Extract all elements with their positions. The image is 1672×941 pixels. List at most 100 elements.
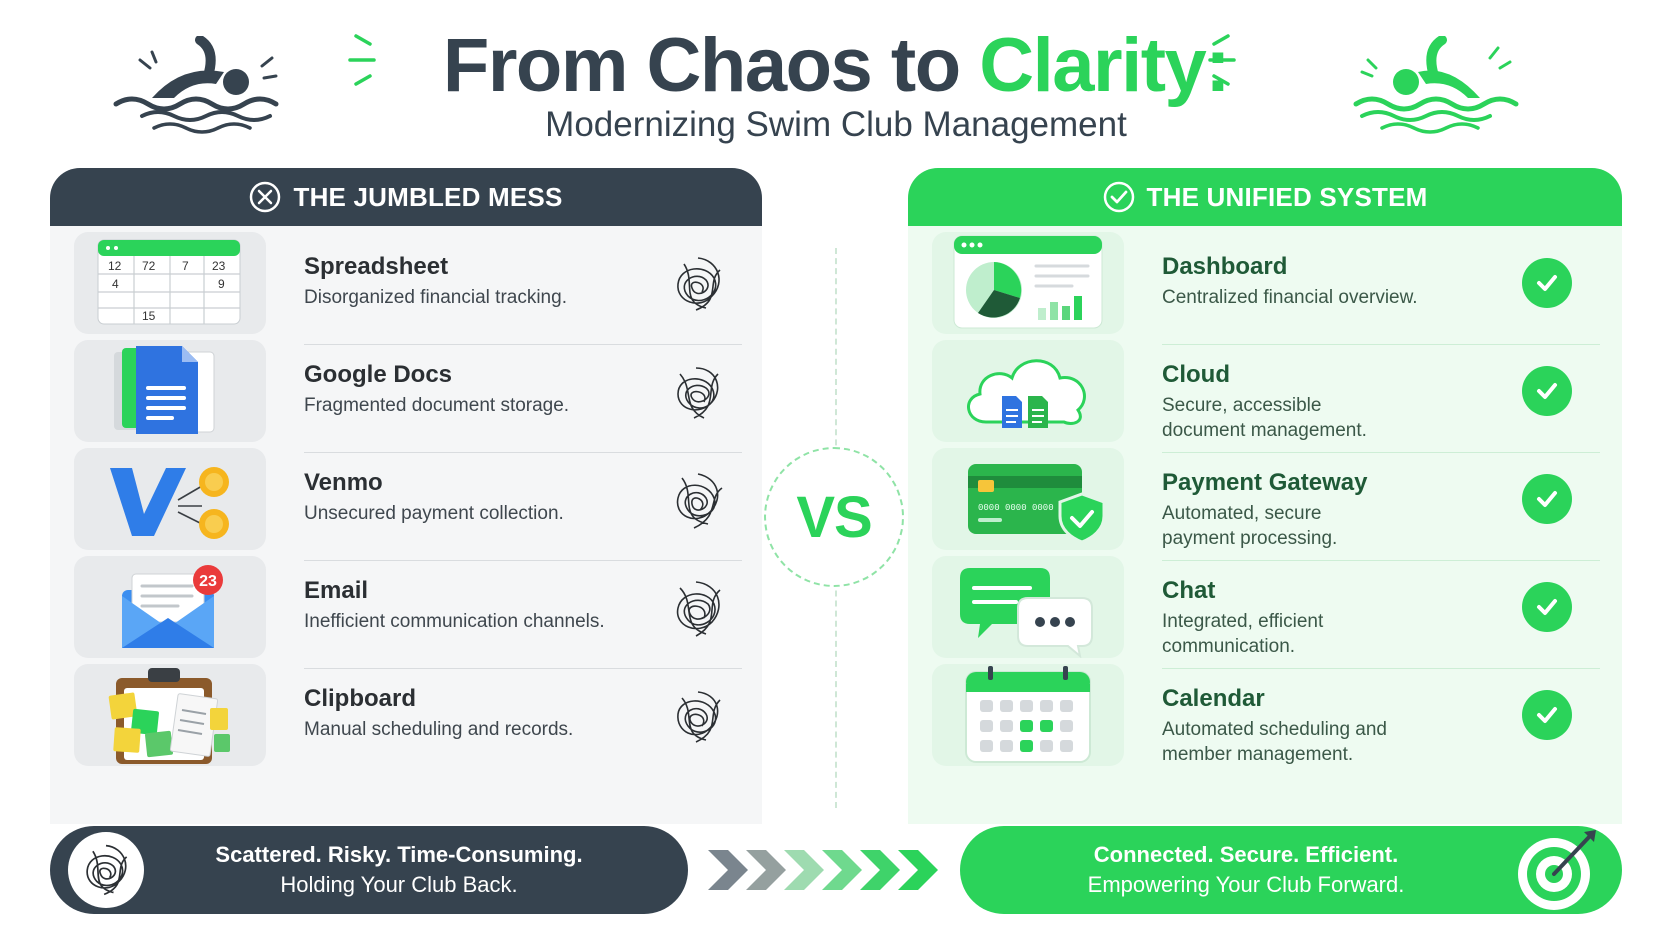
- x-circle-icon: [250, 181, 281, 213]
- item-name: Google Docs: [304, 361, 453, 388]
- tangle-badge: [68, 832, 144, 908]
- item-name: Chat: [1162, 577, 1216, 604]
- dashboard-thumb: [932, 232, 1124, 334]
- list-item-cloud: Cloud Secure, accessible document manage…: [932, 340, 1600, 453]
- item-description-line2: member management.: [1162, 744, 1354, 765]
- list-item-spreadsheet: 12 72 7 23 4 9 15 Spreadsheet Disorganiz…: [74, 232, 742, 345]
- spreadsheet-icon: 12 72 7 23 4 9 15: [97, 239, 241, 325]
- sparkle-icon: [1208, 34, 1236, 86]
- footer-right-line1: Connected. Secure. Efficient.: [1093, 842, 1399, 867]
- row-separator: [1162, 668, 1600, 669]
- check-icon: [1522, 690, 1572, 740]
- page-subtitle: Modernizing Swim Club Management: [545, 105, 1127, 144]
- footer-left-line1: Scattered. Risky. Time-Consuming.: [215, 842, 583, 867]
- item-description-line2: document management.: [1162, 420, 1367, 441]
- spreadsheet-cell: 9: [218, 277, 225, 291]
- item-description: Automated, secure: [1162, 503, 1322, 524]
- spreadsheet-cell: 7: [182, 259, 189, 273]
- row-separator: [304, 344, 742, 345]
- footer-right-line2: Empowering Your Club Forward.: [1087, 872, 1405, 897]
- list-item-venmo: Venmo Unsecured payment collection.: [74, 448, 742, 561]
- item-name: Email: [304, 577, 369, 604]
- title-part-clarity: Clarity:: [979, 23, 1230, 108]
- item-description: Manual scheduling and records.: [304, 719, 574, 740]
- unified-system-panel: THE UNIFIED SYSTEM Dashboard Centralized…: [908, 168, 1622, 824]
- footer-left-line2: Holding Your Club Back.: [280, 872, 518, 897]
- row-separator: [1162, 452, 1600, 453]
- clipboard-icon: [108, 668, 230, 764]
- calendar-thumb: [932, 664, 1124, 766]
- row-separator: [304, 668, 742, 669]
- item-description: Disorganized financial tracking.: [304, 287, 567, 308]
- item-description: Automated scheduling and: [1162, 719, 1387, 740]
- item-description: Integrated, efficient: [1162, 611, 1324, 632]
- row-separator: [304, 452, 742, 453]
- list-item-google-docs: Google Docs Fragmented document storage.: [74, 340, 742, 453]
- card-number: 0000 0000 0000: [978, 503, 1054, 513]
- list-item-email: 23 Email Inefficient communication chann…: [74, 556, 742, 669]
- tangle-icon: [677, 367, 719, 419]
- chat-thumb: [932, 556, 1124, 659]
- check-icon: [1522, 366, 1572, 416]
- item-description: Unsecured payment collection.: [304, 503, 564, 524]
- chevron-arrows-icon: [708, 850, 938, 890]
- list-item-payment-gateway: 0000 0000 0000 Payment Gateway Automated…: [932, 448, 1600, 561]
- dashboard-icon: [953, 235, 1103, 329]
- row-separator: [1162, 560, 1600, 561]
- sparkle-icon: [348, 34, 376, 86]
- vs-badge: VS: [764, 447, 904, 587]
- jumbled-mess-panel: THE JUMBLED MESS 12 72 7 23 4 9: [50, 168, 762, 824]
- item-name: Calendar: [1162, 685, 1265, 712]
- tangle-icon: [677, 257, 721, 311]
- footer-clarity-banner: Connected. Secure. Efficient. Empowering…: [960, 826, 1622, 914]
- credit-card-icon: 0000 0000 0000: [968, 464, 1106, 544]
- list-item-clipboard: Clipboard Manual scheduling and records.: [74, 664, 742, 768]
- swimmer-icon: [113, 36, 279, 134]
- list-item-chat: Chat Integrated, efficient communication…: [932, 556, 1600, 669]
- email-thumb: 23: [74, 556, 266, 658]
- list-item-calendar: Calendar Automated scheduling and member…: [932, 664, 1600, 768]
- calendar-icon: [965, 666, 1091, 763]
- row-separator: [1162, 344, 1600, 345]
- tangle-icon: [86, 844, 128, 896]
- check-icon: [1522, 258, 1572, 308]
- title-part-chaos: From Chaos to: [442, 23, 961, 108]
- chat-icon: [960, 568, 1093, 659]
- item-name: Dashboard: [1162, 253, 1288, 280]
- tangle-icon: [676, 581, 721, 637]
- venmo-icon: [110, 467, 229, 539]
- spreadsheet-cell: 12: [108, 259, 122, 273]
- list-item-dashboard: Dashboard Centralized financial overview…: [932, 232, 1600, 345]
- item-name: Cloud: [1162, 361, 1230, 388]
- spreadsheet-cell: 4: [112, 277, 119, 291]
- cloud-thumb: [932, 340, 1124, 442]
- venmo-thumb: [74, 448, 266, 550]
- item-description: Centralized financial overview.: [1162, 287, 1418, 308]
- spreadsheet-cell: 15: [142, 309, 156, 323]
- item-description-line2: payment processing.: [1162, 528, 1338, 549]
- email-icon: 23: [122, 565, 223, 648]
- item-description: Fragmented document storage.: [304, 395, 570, 416]
- check-icon: [1522, 582, 1572, 632]
- tangle-icon: [676, 473, 723, 529]
- page-title: From Chaos to Clarity:: [0, 26, 1672, 106]
- item-description-line2: communication.: [1162, 636, 1296, 657]
- spreadsheet-cell: 23: [212, 259, 226, 273]
- jumbled-mess-title: THE JUMBLED MESS: [293, 181, 563, 212]
- swimmer-icon: [1353, 36, 1519, 134]
- check-circle-icon: [1103, 181, 1134, 213]
- item-name: Payment Gateway: [1162, 469, 1368, 496]
- spreadsheet-thumb: 12 72 7 23 4 9 15: [74, 232, 266, 334]
- google-docs-icon: [114, 346, 215, 434]
- footer-chaos-banner: Scattered. Risky. Time-Consuming. Holdin…: [50, 826, 688, 914]
- row-separator: [304, 560, 742, 561]
- unread-badge: 23: [199, 573, 217, 590]
- google-docs-thumb: [74, 340, 266, 442]
- payment-gateway-thumb: 0000 0000 0000: [932, 448, 1124, 550]
- unified-system-header: THE UNIFIED SYSTEM: [908, 168, 1622, 226]
- tangle-icon: [677, 691, 721, 743]
- item-name: Clipboard: [304, 685, 416, 712]
- unified-system-title: THE UNIFIED SYSTEM: [1146, 181, 1428, 212]
- target-icon: [1518, 830, 1596, 910]
- item-description: Secure, accessible: [1162, 395, 1322, 416]
